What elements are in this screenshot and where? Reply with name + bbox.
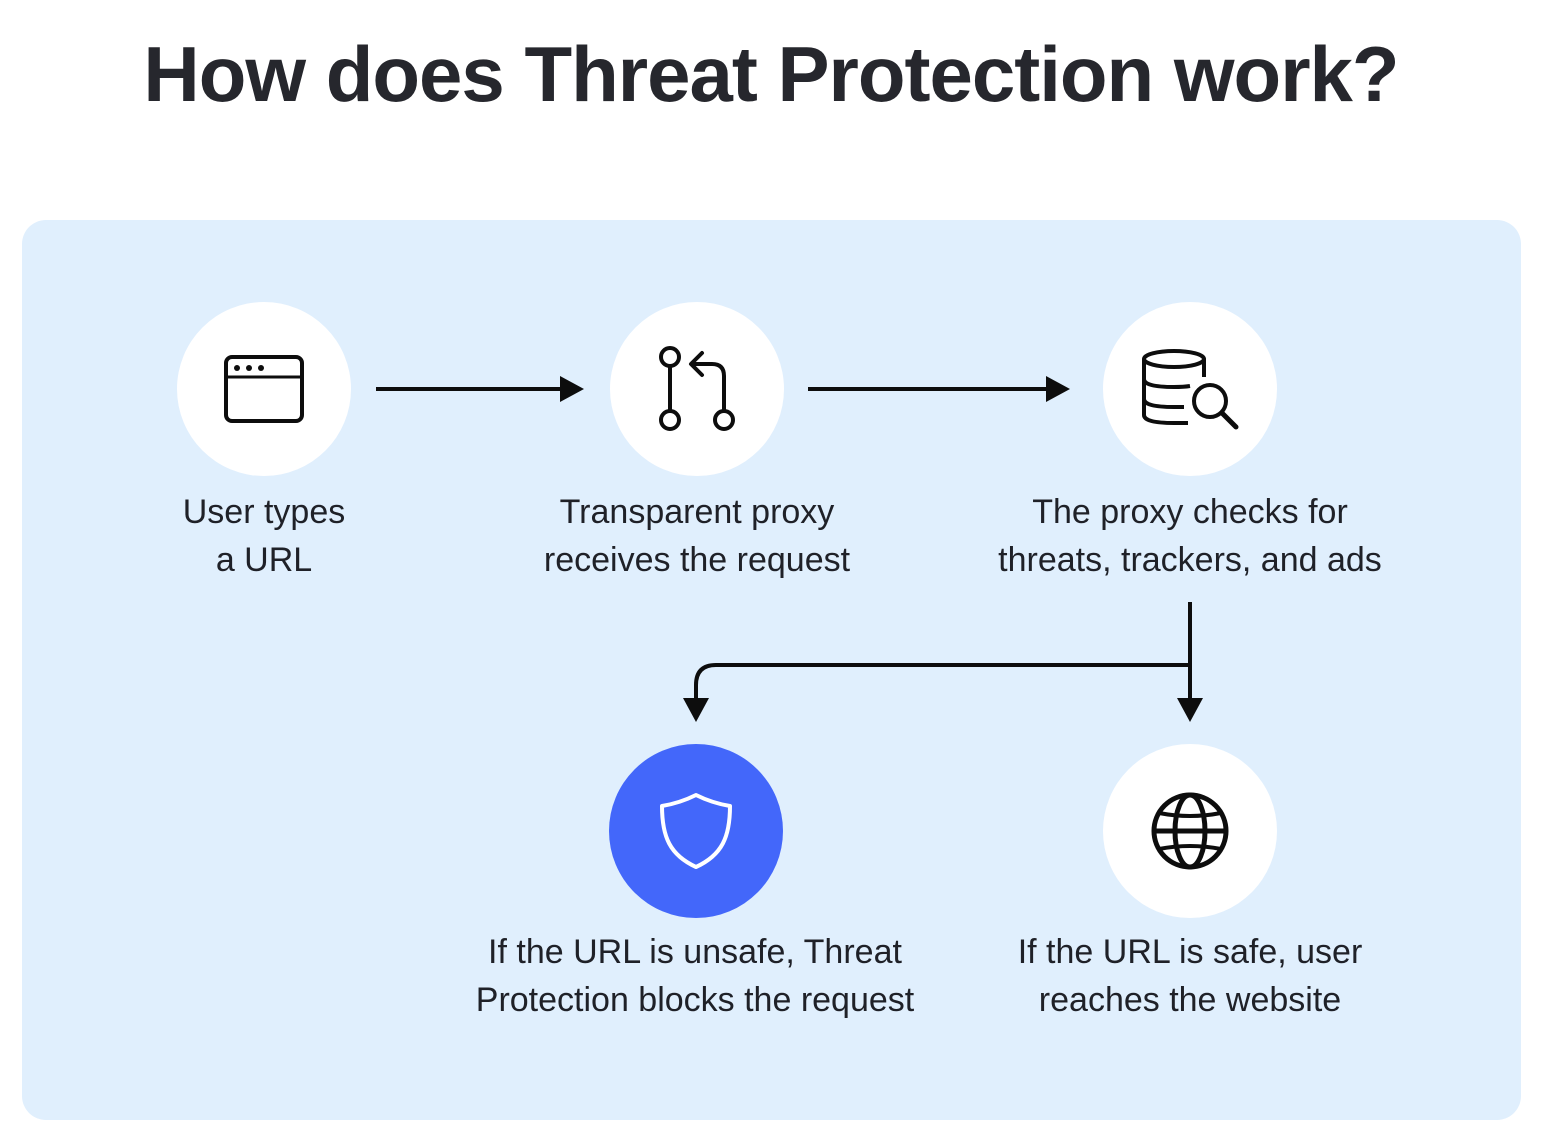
step-user-types-url-node [177, 302, 351, 476]
browser-window-icon [224, 355, 304, 423]
step-proxy-checks-label: The proxy checks for threats, trackers, … [998, 493, 1382, 579]
step-proxy-receives-node [610, 302, 784, 476]
outcome-safe-node [1103, 744, 1277, 918]
page-title: How does Threat Protection work? [143, 30, 1399, 118]
step-user-types-url-label: User types a URL [182, 493, 346, 579]
globe-icon [1151, 792, 1229, 870]
database-search-icon [1142, 349, 1239, 430]
git-pull-request-icon [659, 346, 735, 431]
shield-icon [660, 793, 732, 869]
step-proxy-checks-node [1103, 302, 1277, 476]
step-proxy-receives-label: Transparent proxy receives the request [543, 493, 851, 579]
outcome-unsafe-label: If the URL is unsafe, Threat Protection … [475, 933, 915, 1019]
outcome-unsafe-node [609, 744, 783, 918]
outcome-safe-label: If the URL is safe, user reaches the web… [1017, 933, 1363, 1019]
